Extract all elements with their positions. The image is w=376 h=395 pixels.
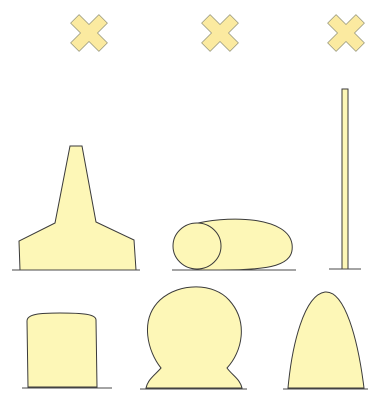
thin-rod-figure (329, 89, 361, 269)
cross-icon (192, 5, 249, 62)
bullet-dome-figure (283, 292, 368, 389)
cross-shape (61, 5, 118, 62)
rounded-block-figure (22, 313, 112, 388)
lying-cylinder-figure (172, 219, 296, 270)
cross-shape (318, 5, 375, 62)
ball-on-base-figure (140, 287, 247, 389)
cross-shape (192, 5, 249, 62)
cross-icon (318, 5, 375, 62)
cross-icon (61, 5, 118, 62)
stepped-cone-figure (12, 146, 140, 270)
